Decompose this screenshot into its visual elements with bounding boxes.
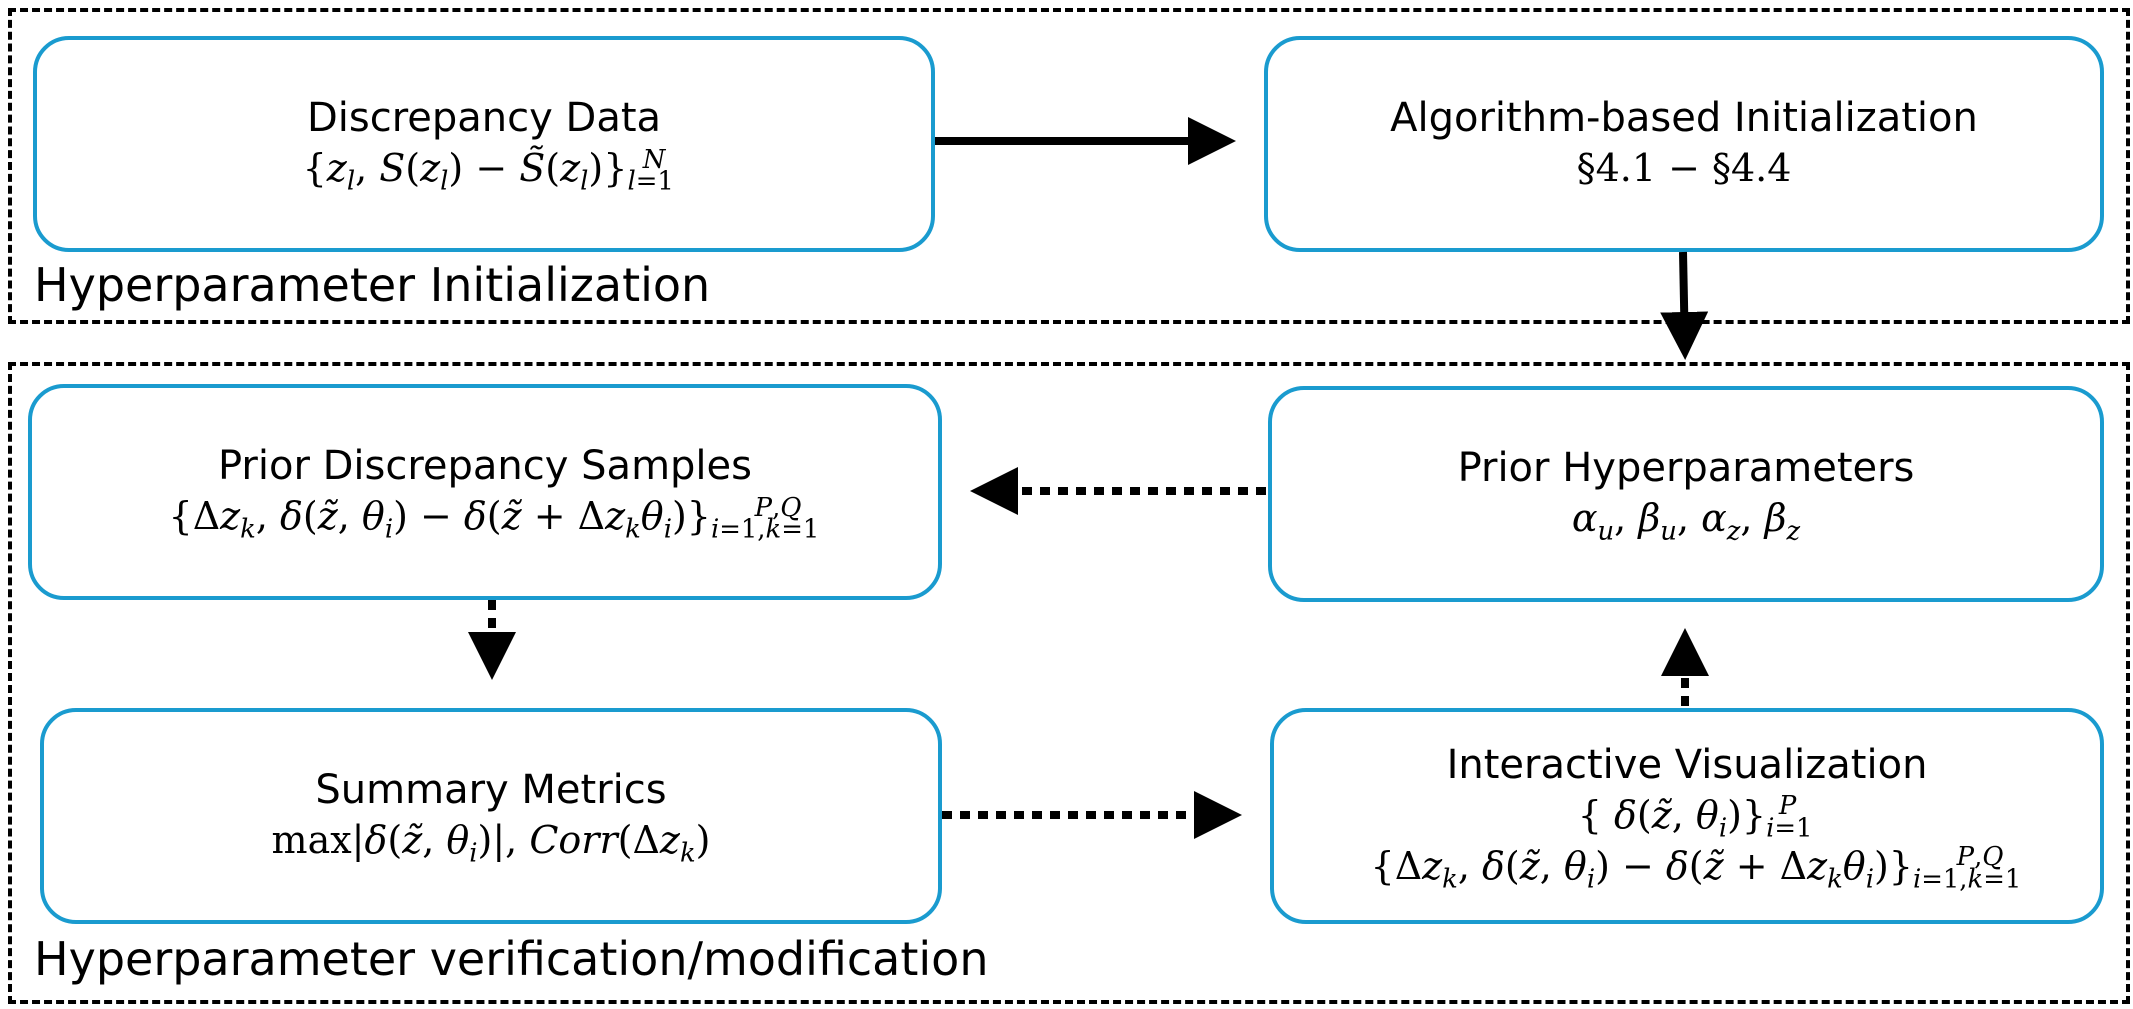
node-discrepancy-data: Discrepancy Data {zl, S(zl) − S̃(zl)}l=1… [33, 36, 935, 252]
interactive-visualization-formula-1: { δ(z̃, θi)}i=1P [1577, 791, 1813, 844]
summary-metrics-formula: max|δ(z̃, θi)|, Corr(Δzk) [271, 818, 711, 869]
hyperparameter-verification-label: Hyperparameter verification/modification [34, 932, 989, 986]
algorithm-initialization-sections: §4.1 − §4.4 [1576, 146, 1792, 191]
node-summary-metrics: Summary Metrics max|δ(z̃, θi)|, Corr(Δzk… [40, 708, 942, 924]
discrepancy-data-title: Discrepancy Data [306, 95, 662, 142]
prior-discrepancy-samples-formula: {Δzk, δ(z̃, θi) − δ(z̃ + Δzkθi)}i=1,k=1P… [168, 492, 820, 545]
interactive-visualization-title: Interactive Visualization [1446, 741, 1928, 788]
summary-metrics-title: Summary Metrics [315, 767, 667, 814]
prior-hyperparameters-formula: αu, βu, αz, βz [1571, 496, 1801, 547]
discrepancy-data-formula: {zl, S(zl) − S̃(zl)}l=1N [302, 144, 674, 197]
interactive-visualization-formula-2: {Δzk, δ(z̃, θi) − δ(z̃ + Δzkθi)}i=1,k=1P… [1370, 842, 2022, 895]
hyperparameter-verification-group: Hyperparameter verification/modification [8, 362, 2130, 1004]
node-interactive-visualization: Interactive Visualization { δ(z̃, θi)}i=… [1270, 708, 2104, 924]
hyperparameter-initialization-label: Hyperparameter Initialization [34, 258, 711, 312]
algorithm-initialization-title: Algorithm-based Initialization [1390, 95, 1978, 142]
node-algorithm-initialization: Algorithm-based Initialization §4.1 − §4… [1264, 36, 2104, 252]
prior-hyperparameters-title: Prior Hyperparameters [1457, 445, 1915, 492]
prior-discrepancy-samples-title: Prior Discrepancy Samples [218, 443, 752, 490]
arrow-algorithm-to-hyperparameters [1660, 251, 1709, 360]
node-prior-hyperparameters: Prior Hyperparameters αu, βu, αz, βz [1268, 386, 2104, 602]
node-prior-discrepancy-samples: Prior Discrepancy Samples {Δzk, δ(z̃, θi… [28, 384, 942, 600]
hyperparameter-initialization-group: Hyperparameter Initialization [8, 8, 2130, 324]
